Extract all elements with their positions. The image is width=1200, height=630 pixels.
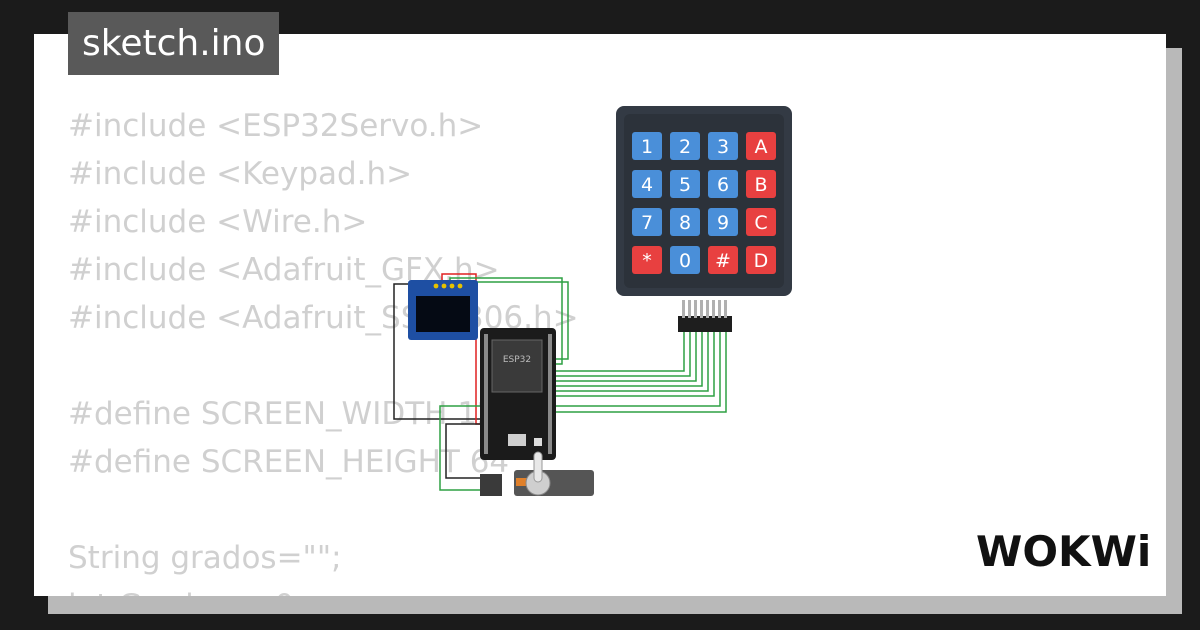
keypad-keys: 1 2 3 A 4 5 6 B 7 8 9 C * 0 # D [632, 132, 776, 274]
wire-kp-6 [554, 332, 715, 397]
code-line: #include <Wire.h> [68, 204, 368, 240]
keypad-key-label: 4 [641, 174, 653, 196]
keypad-pin [700, 300, 703, 318]
keypad-key-label: 3 [717, 136, 729, 158]
keypad-key[interactable] [632, 208, 662, 236]
keypad-key[interactable] [746, 246, 776, 274]
oled-display [408, 280, 478, 340]
keypad-key-label: 2 [679, 136, 691, 158]
preview-card: #include <ESP32Servo.h> #include <Keypad.… [34, 34, 1166, 596]
wire-servo-gnd [445, 423, 486, 479]
wire-servo-signal [439, 405, 486, 491]
file-title-tab[interactable]: sketch.ino [68, 12, 280, 75]
code-line: String grados=""; [68, 540, 342, 576]
keypad-key-label: C [754, 212, 767, 234]
code-line: #include <Keypad.h> [68, 156, 413, 192]
circuit-diagram: ESP32 1 2 3 A 4 5 6 B 7 8 9 C * 0 # D [393, 106, 792, 496]
keypad-key[interactable] [670, 170, 700, 198]
keypad-key-label: 0 [679, 250, 691, 272]
code-line: int Grados = 0; [68, 582, 579, 596]
keypad-key-label: 8 [679, 212, 691, 234]
esp32-label: ESP32 [503, 355, 531, 365]
wire-kp-8 [554, 332, 727, 413]
keypad-key[interactable] [746, 132, 776, 160]
keypad-pin [712, 300, 715, 318]
keypad-key[interactable] [746, 208, 776, 236]
keypad-pin [718, 300, 721, 318]
keypad-key-label: 1 [641, 136, 653, 158]
esp32-board: ESP32 [480, 328, 556, 460]
code-line: #include <ESP32Servo.h> [68, 108, 484, 144]
keypad-key-label: # [715, 250, 731, 272]
keypad-pins [682, 300, 727, 318]
code-line: #define SCREEN_HEIGHT 64 [68, 444, 510, 480]
keypad-key[interactable] [708, 132, 738, 160]
keypad-key-label: * [642, 250, 652, 272]
keypad-key-label: 6 [717, 174, 729, 196]
keypad-key[interactable] [632, 246, 662, 274]
keypad-key-label: 5 [679, 174, 691, 196]
wire-kp-5 [554, 332, 709, 392]
logo-text: WOKWi [976, 527, 1151, 576]
keypad-key[interactable] [670, 132, 700, 160]
keypad-key[interactable] [632, 132, 662, 160]
keypad-key[interactable] [708, 208, 738, 236]
keypad-pin [724, 300, 727, 318]
keypad-key-label: A [755, 136, 768, 158]
wire-kp-2 [554, 332, 691, 377]
keypad-key-label: B [754, 174, 767, 196]
keypad-key[interactable] [632, 170, 662, 198]
keypad-pin [694, 300, 697, 318]
keypad-4x4: 1 2 3 A 4 5 6 B 7 8 9 C * 0 # D [616, 106, 792, 332]
keypad-key-label: 9 [717, 212, 729, 234]
wire-kp-3 [554, 332, 697, 382]
keypad-pin [688, 300, 691, 318]
keypad-pin [682, 300, 685, 318]
keypad-key[interactable] [746, 170, 776, 198]
wire-kp-4 [554, 332, 703, 387]
keypad-key[interactable] [708, 170, 738, 198]
code-editor: #include <ESP32Servo.h> #include <Keypad.… [68, 102, 579, 596]
servo-motor [480, 451, 594, 496]
wokwi-logo: WOKWi [976, 527, 1151, 576]
keypad-key-label: D [754, 250, 769, 272]
keypad-key[interactable] [670, 208, 700, 236]
keypad-key[interactable] [708, 246, 738, 274]
wire-kp-7 [554, 332, 721, 407]
keypad-pin [706, 300, 709, 318]
wire-kp-1 [554, 332, 685, 372]
keypad-key[interactable] [670, 246, 700, 274]
keypad-key-label: 7 [641, 212, 653, 234]
